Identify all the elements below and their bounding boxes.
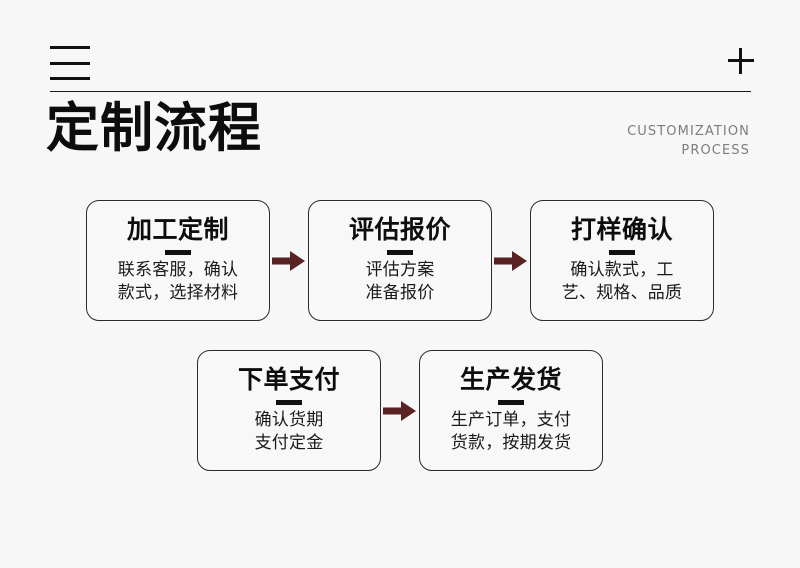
- process-step-title: 加工定制: [126, 215, 229, 244]
- process-step-description: 评估方案 准备报价: [365, 260, 435, 303]
- process-flow: 加工定制 联系客服，确认 款式，选择材料 评估报价 评估方案 准备报价: [0, 200, 800, 471]
- arrow-right-icon: [270, 248, 308, 274]
- title-underline: [387, 250, 413, 255]
- process-step-card-5[interactable]: 生产发货 生产订单，支付 货款，按期发货: [419, 350, 603, 471]
- page-subtitle-english: CUSTOMIZATION PROCESS: [627, 122, 750, 160]
- page-subtitle-line-1: CUSTOMIZATION: [627, 124, 750, 139]
- process-step-title: 评估报价: [348, 215, 451, 244]
- process-step-description: 生产订单，支付 货款，按期发货: [450, 410, 572, 453]
- process-step-card-1[interactable]: 加工定制 联系客服，确认 款式，选择材料: [86, 200, 270, 321]
- hamburger-menu-icon[interactable]: [50, 46, 90, 80]
- process-step-title: 生产发货: [459, 365, 562, 394]
- hamburger-line-2: [50, 61, 90, 65]
- process-step-description: 联系客服，确认 款式，选择材料: [117, 260, 239, 303]
- process-flow-row-1: 加工定制 联系客服，确认 款式，选择材料 评估报价 评估方案 准备报价: [0, 200, 800, 321]
- header-divider: [50, 91, 751, 92]
- process-step-title: 打样确认: [570, 215, 673, 244]
- process-flow-row-2: 下单支付 确认货期 支付定金 生产发货 生产订单，支付 货款，按期发货: [0, 350, 800, 471]
- process-step-card-3[interactable]: 打样确认 确认款式，工 艺、规格、品质: [530, 200, 714, 321]
- process-step-title: 下单支付: [237, 365, 340, 394]
- arrow-right-icon: [492, 248, 530, 274]
- process-step-card-4[interactable]: 下单支付 确认货期 支付定金: [197, 350, 381, 471]
- title-underline: [276, 400, 302, 405]
- title-underline: [498, 400, 524, 405]
- page-header: 定制流程 CUSTOMIZATION PROCESS: [0, 0, 800, 175]
- hamburger-line-3: [50, 77, 90, 80]
- title-underline: [165, 250, 191, 255]
- plus-icon[interactable]: [728, 48, 754, 74]
- process-step-description: 确认货期 支付定金: [254, 410, 324, 453]
- hamburger-line-1: [50, 46, 90, 49]
- process-step-card-2[interactable]: 评估报价 评估方案 准备报价: [308, 200, 492, 321]
- page-subtitle-line-2: PROCESS: [681, 143, 750, 158]
- title-underline: [609, 250, 635, 255]
- page-title: 定制流程: [46, 98, 262, 159]
- arrow-right-icon: [381, 398, 419, 424]
- process-step-description: 确认款式，工 艺、规格、品质: [561, 260, 683, 303]
